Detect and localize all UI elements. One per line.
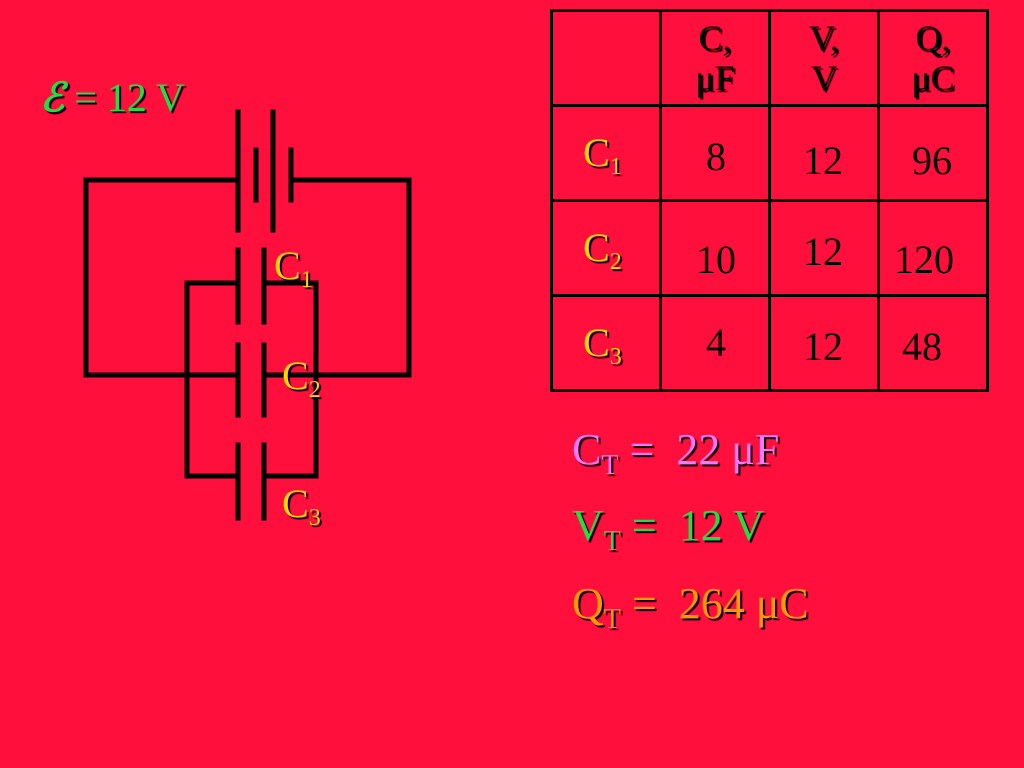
- circuit-diagram: [83, 109, 412, 521]
- cell-c2-capacitance: 10: [659, 199, 771, 297]
- row-label-c1: C1: [550, 104, 662, 202]
- cell-c1-charge: 96: [877, 104, 989, 202]
- row-label-c3: C3: [550, 294, 662, 392]
- cell-c3-charge: 48: [877, 294, 989, 392]
- header-capacitance: C,μF: [659, 9, 771, 107]
- table-row: C3 4 12 48: [550, 294, 989, 392]
- cell-c1-voltage: 12: [768, 104, 880, 202]
- total-charge: QT = 264 μC: [572, 579, 809, 635]
- c1-label: C1: [274, 243, 313, 293]
- cell-c3-voltage: 12: [768, 294, 880, 392]
- capacitor-table: C,μF V,V Q,μC C1 8 12 96 C2 10 12 120 C3…: [550, 9, 989, 392]
- row-label-c2: C2: [550, 199, 662, 297]
- table-header-row: C,μF V,V Q,μC: [550, 9, 989, 107]
- header-empty-cell: [550, 9, 662, 107]
- total-capacitance: CT = 22 μF: [572, 425, 780, 481]
- emf-symbol: ℰ: [40, 75, 65, 120]
- total-voltage: VT = 12 V: [572, 501, 765, 557]
- c2-label: C2: [282, 353, 321, 403]
- cell-c2-charge: 120: [877, 199, 989, 297]
- c3-label: C3: [282, 481, 321, 531]
- table-row: C2 10 12 120: [550, 199, 989, 297]
- emf-label: ℰ = 12 V: [40, 74, 185, 121]
- table-row: C1 8 12 96: [550, 104, 989, 202]
- cell-c1-capacitance: 8: [659, 104, 771, 202]
- cell-c2-voltage: 12: [768, 199, 880, 297]
- cell-c3-capacitance: 4: [659, 294, 771, 392]
- header-charge: Q,μC: [877, 9, 989, 107]
- header-voltage: V,V: [768, 9, 880, 107]
- emf-value: = 12 V: [64, 75, 185, 120]
